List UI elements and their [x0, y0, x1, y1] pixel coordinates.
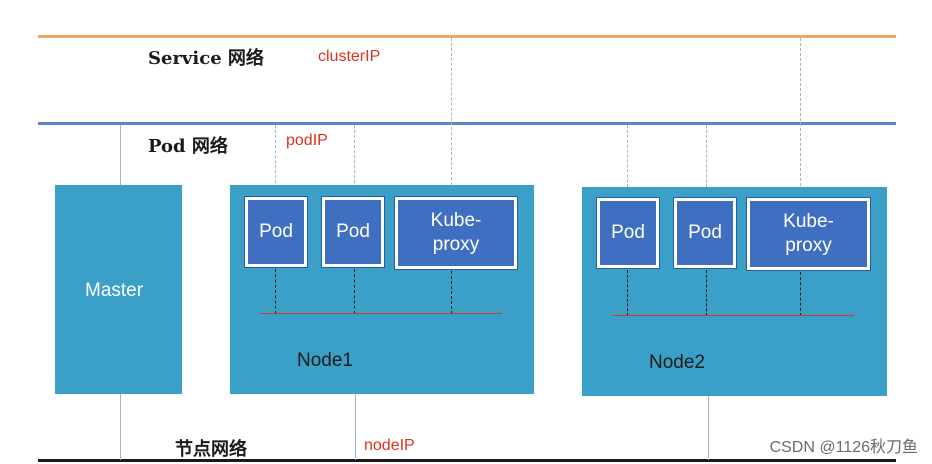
node1-pod1: Pod: [245, 197, 307, 267]
pod-connector: [120, 125, 121, 185]
service-network-line: [38, 35, 896, 38]
node-ip-label: nodeIP: [364, 437, 415, 454]
pod-network-label: Pod 网络: [148, 136, 228, 157]
node-network-label: 节点网络: [175, 439, 247, 460]
node2-pod1: Pod: [597, 198, 659, 268]
node-network-line: [38, 459, 896, 462]
kube-proxy-label-line2: proxy: [785, 235, 832, 256]
node2-pod2-link: [706, 270, 707, 316]
node1-pod2: Pod: [322, 197, 384, 267]
node2-label: Node2: [649, 352, 705, 373]
node1-proxy-link: [451, 271, 452, 314]
kube-proxy-label-line2: proxy: [432, 234, 480, 255]
node1-panel: Pod Pod Kube- proxy Node1: [230, 185, 534, 394]
node1-label: Node1: [297, 350, 353, 371]
node1-pod2-link: [354, 269, 355, 314]
pod-label: Pod: [336, 221, 370, 242]
service-connector: [451, 38, 452, 314]
node2-panel: Pod Pod Kube- proxy Node2: [582, 187, 887, 396]
node2-kube-proxy: Kube- proxy: [747, 198, 870, 270]
master-label: Master: [85, 280, 144, 301]
node2-pod1-link: [627, 270, 628, 316]
node2-pod2: Pod: [674, 198, 736, 268]
node1-bus-line: [260, 313, 502, 314]
kube-proxy-label-line1: Kube-: [783, 211, 834, 232]
service-network-label: Service 网络: [148, 48, 264, 69]
pod-label: Pod: [611, 222, 645, 243]
pod-label: Pod: [259, 221, 293, 242]
service-connector: [800, 38, 801, 316]
node2-proxy-link: [800, 272, 801, 316]
pod-ip-label: podIP: [286, 132, 328, 149]
node-connector: [708, 396, 709, 460]
node2-bus-line: [612, 315, 854, 316]
node1-kube-proxy: Kube- proxy: [395, 197, 517, 269]
cluster-ip-label: clusterIP: [318, 48, 381, 65]
master-panel: Master: [55, 185, 182, 394]
pod-network-line: [38, 122, 896, 125]
kube-proxy-label-line1: Kube-: [430, 210, 482, 231]
node-connector: [120, 394, 121, 460]
watermark: CSDN @1126秋刀鱼: [769, 439, 918, 456]
node1-pod1-link: [275, 269, 276, 314]
pod-label: Pod: [688, 222, 722, 243]
node-connector: [355, 394, 356, 460]
